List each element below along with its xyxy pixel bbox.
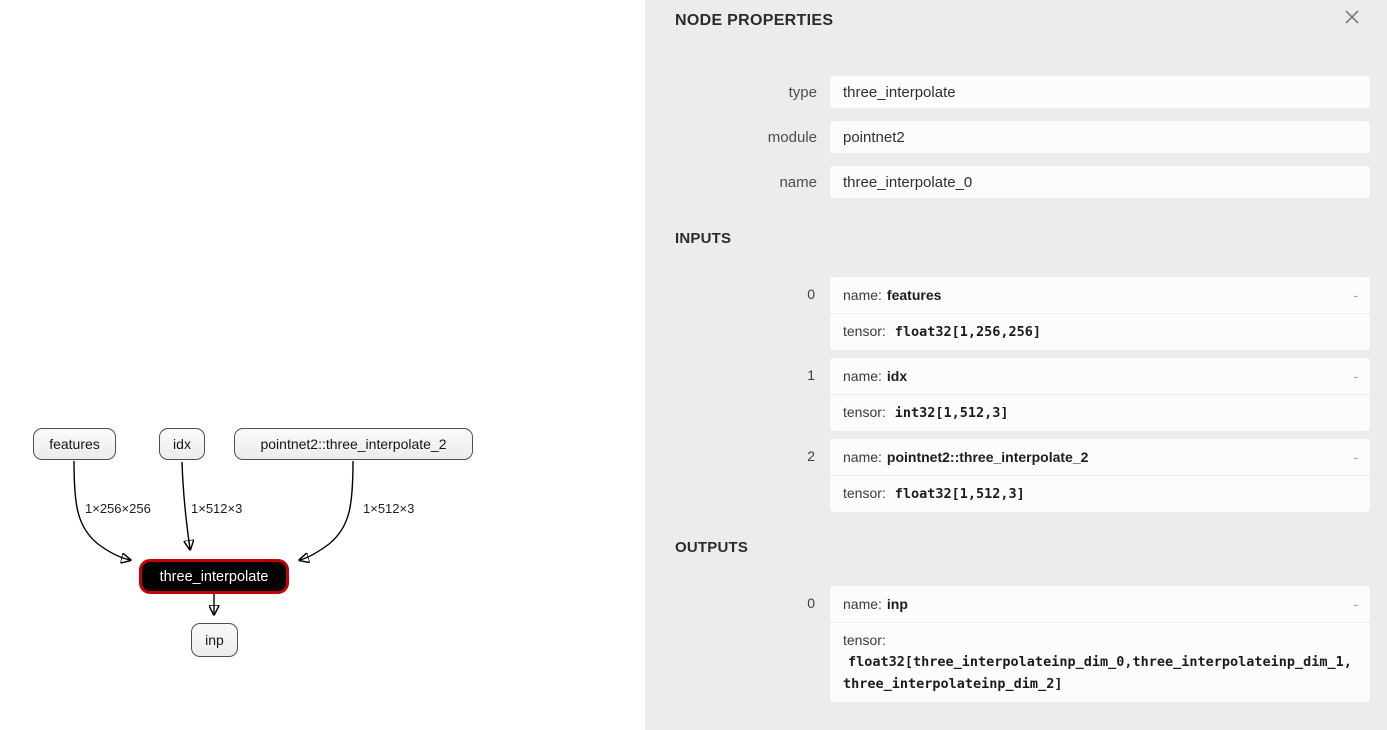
field-value-type[interactable]: three_interpolate — [830, 76, 1370, 108]
field-value-name[interactable]: three_interpolate_0 — [830, 166, 1370, 198]
outputs-section-header: OUTPUTS — [675, 539, 749, 556]
panel-title: NODE PROPERTIES — [675, 12, 834, 29]
field-value-module[interactable]: pointnet2 — [830, 121, 1370, 153]
field-label-name: name — [779, 173, 817, 191]
node-properties-panel: NODE PROPERTIES type three_interpolate m… — [645, 0, 1387, 730]
output-name: inp — [886, 596, 908, 612]
input-tensor-row: tensor: float32[1,512,3] — [830, 475, 1370, 512]
graph-canvas[interactable]: features idx pointnet2::three_interpolat… — [0, 0, 645, 730]
name-label: name: — [843, 287, 882, 303]
input-box: name: features - tensor: float32[1,256,2… — [830, 277, 1370, 350]
outputs-list: 0 name: inp - tensor: float32[three_inte… — [645, 586, 1387, 702]
input-name: pointnet2::three_interpolate_2 — [886, 449, 1089, 465]
field-label-module: module — [767, 128, 817, 146]
input-tensor-type: int32[1,512,3] — [894, 405, 1009, 421]
output-box: name: inp - tensor: float32[three_interp… — [830, 586, 1370, 702]
tensor-label: tensor: — [843, 323, 886, 339]
collapse-toggle[interactable]: - — [1353, 596, 1358, 612]
input-name-row[interactable]: name: features - — [830, 277, 1370, 313]
tensor-label: tensor: — [843, 485, 886, 501]
output-tensor-type: float32[three_interpolateinp_dim_0,three… — [843, 654, 1352, 692]
edge-label-idx[interactable]: 1×512×3 — [191, 501, 243, 516]
output-index: 0 — [807, 595, 815, 611]
input-name-row[interactable]: name: idx - — [830, 358, 1370, 394]
input-tensor-type: float32[1,512,3] — [894, 486, 1025, 502]
collapse-toggle[interactable]: - — [1353, 368, 1358, 384]
input-item-1: 1 name: idx - tensor: int32[1,512,3] — [645, 358, 1387, 431]
edge-idx-to-three-interpolate — [181, 461, 190, 549]
graph-node-features[interactable]: features — [33, 428, 116, 460]
collapse-toggle[interactable]: - — [1353, 287, 1358, 303]
field-row-type: type three_interpolate — [645, 76, 1387, 108]
output-item-0: 0 name: inp - tensor: float32[three_inte… — [645, 586, 1387, 702]
node-fields: type three_interpolate module pointnet2 … — [645, 76, 1387, 198]
input-item-2: 2 name: pointnet2::three_interpolate_2 -… — [645, 439, 1387, 512]
input-name: idx — [886, 368, 908, 384]
graph-node-inp[interactable]: inp — [191, 623, 238, 657]
graph-node-three-interpolate-selected[interactable]: three_interpolate — [139, 559, 289, 594]
input-tensor-row: tensor: float32[1,256,256] — [830, 313, 1370, 350]
close-button[interactable] — [1343, 9, 1361, 30]
panel-header: NODE PROPERTIES — [645, 0, 1387, 44]
input-index: 1 — [807, 367, 815, 383]
field-label-type: type — [788, 83, 817, 101]
graph-node-pointnet2-three-interpolate-2[interactable]: pointnet2::three_interpolate_2 — [234, 428, 473, 460]
collapse-toggle[interactable]: - — [1353, 449, 1358, 465]
field-row-module: module pointnet2 — [645, 121, 1387, 153]
input-tensor-type: float32[1,256,256] — [894, 324, 1042, 340]
input-name: features — [886, 287, 942, 303]
input-tensor-row: tensor: int32[1,512,3] — [830, 394, 1370, 431]
name-label: name: — [843, 449, 882, 465]
edge-label-features[interactable]: 1×256×256 — [85, 501, 151, 516]
tensor-label: tensor: — [843, 404, 886, 420]
input-index: 0 — [807, 286, 815, 302]
output-tensor-row: tensor: float32[three_interpolateinp_dim… — [830, 622, 1370, 702]
inputs-section-header: INPUTS — [675, 230, 732, 247]
input-item-0: 0 name: features - tensor: float32[1,256… — [645, 277, 1387, 350]
edge-pointnet2-to-three-interpolate — [300, 460, 354, 560]
inputs-list: 0 name: features - tensor: float32[1,256… — [645, 277, 1387, 512]
name-label: name: — [843, 596, 882, 612]
input-index: 2 — [807, 448, 815, 464]
input-box: name: pointnet2::three_interpolate_2 - t… — [830, 439, 1370, 512]
graph-edges — [73, 460, 354, 730]
name-label: name: — [843, 368, 882, 384]
graph-node-idx[interactable]: idx — [159, 428, 205, 460]
field-row-name: name three_interpolate_0 — [645, 166, 1387, 198]
input-name-row[interactable]: name: pointnet2::three_interpolate_2 - — [830, 439, 1370, 475]
tensor-label: tensor: — [843, 632, 886, 648]
output-name-row[interactable]: name: inp - — [830, 586, 1370, 622]
input-box: name: idx - tensor: int32[1,512,3] — [830, 358, 1370, 431]
edge-label-pointnet2[interactable]: 1×512×3 — [363, 501, 415, 516]
close-icon — [1344, 9, 1360, 30]
